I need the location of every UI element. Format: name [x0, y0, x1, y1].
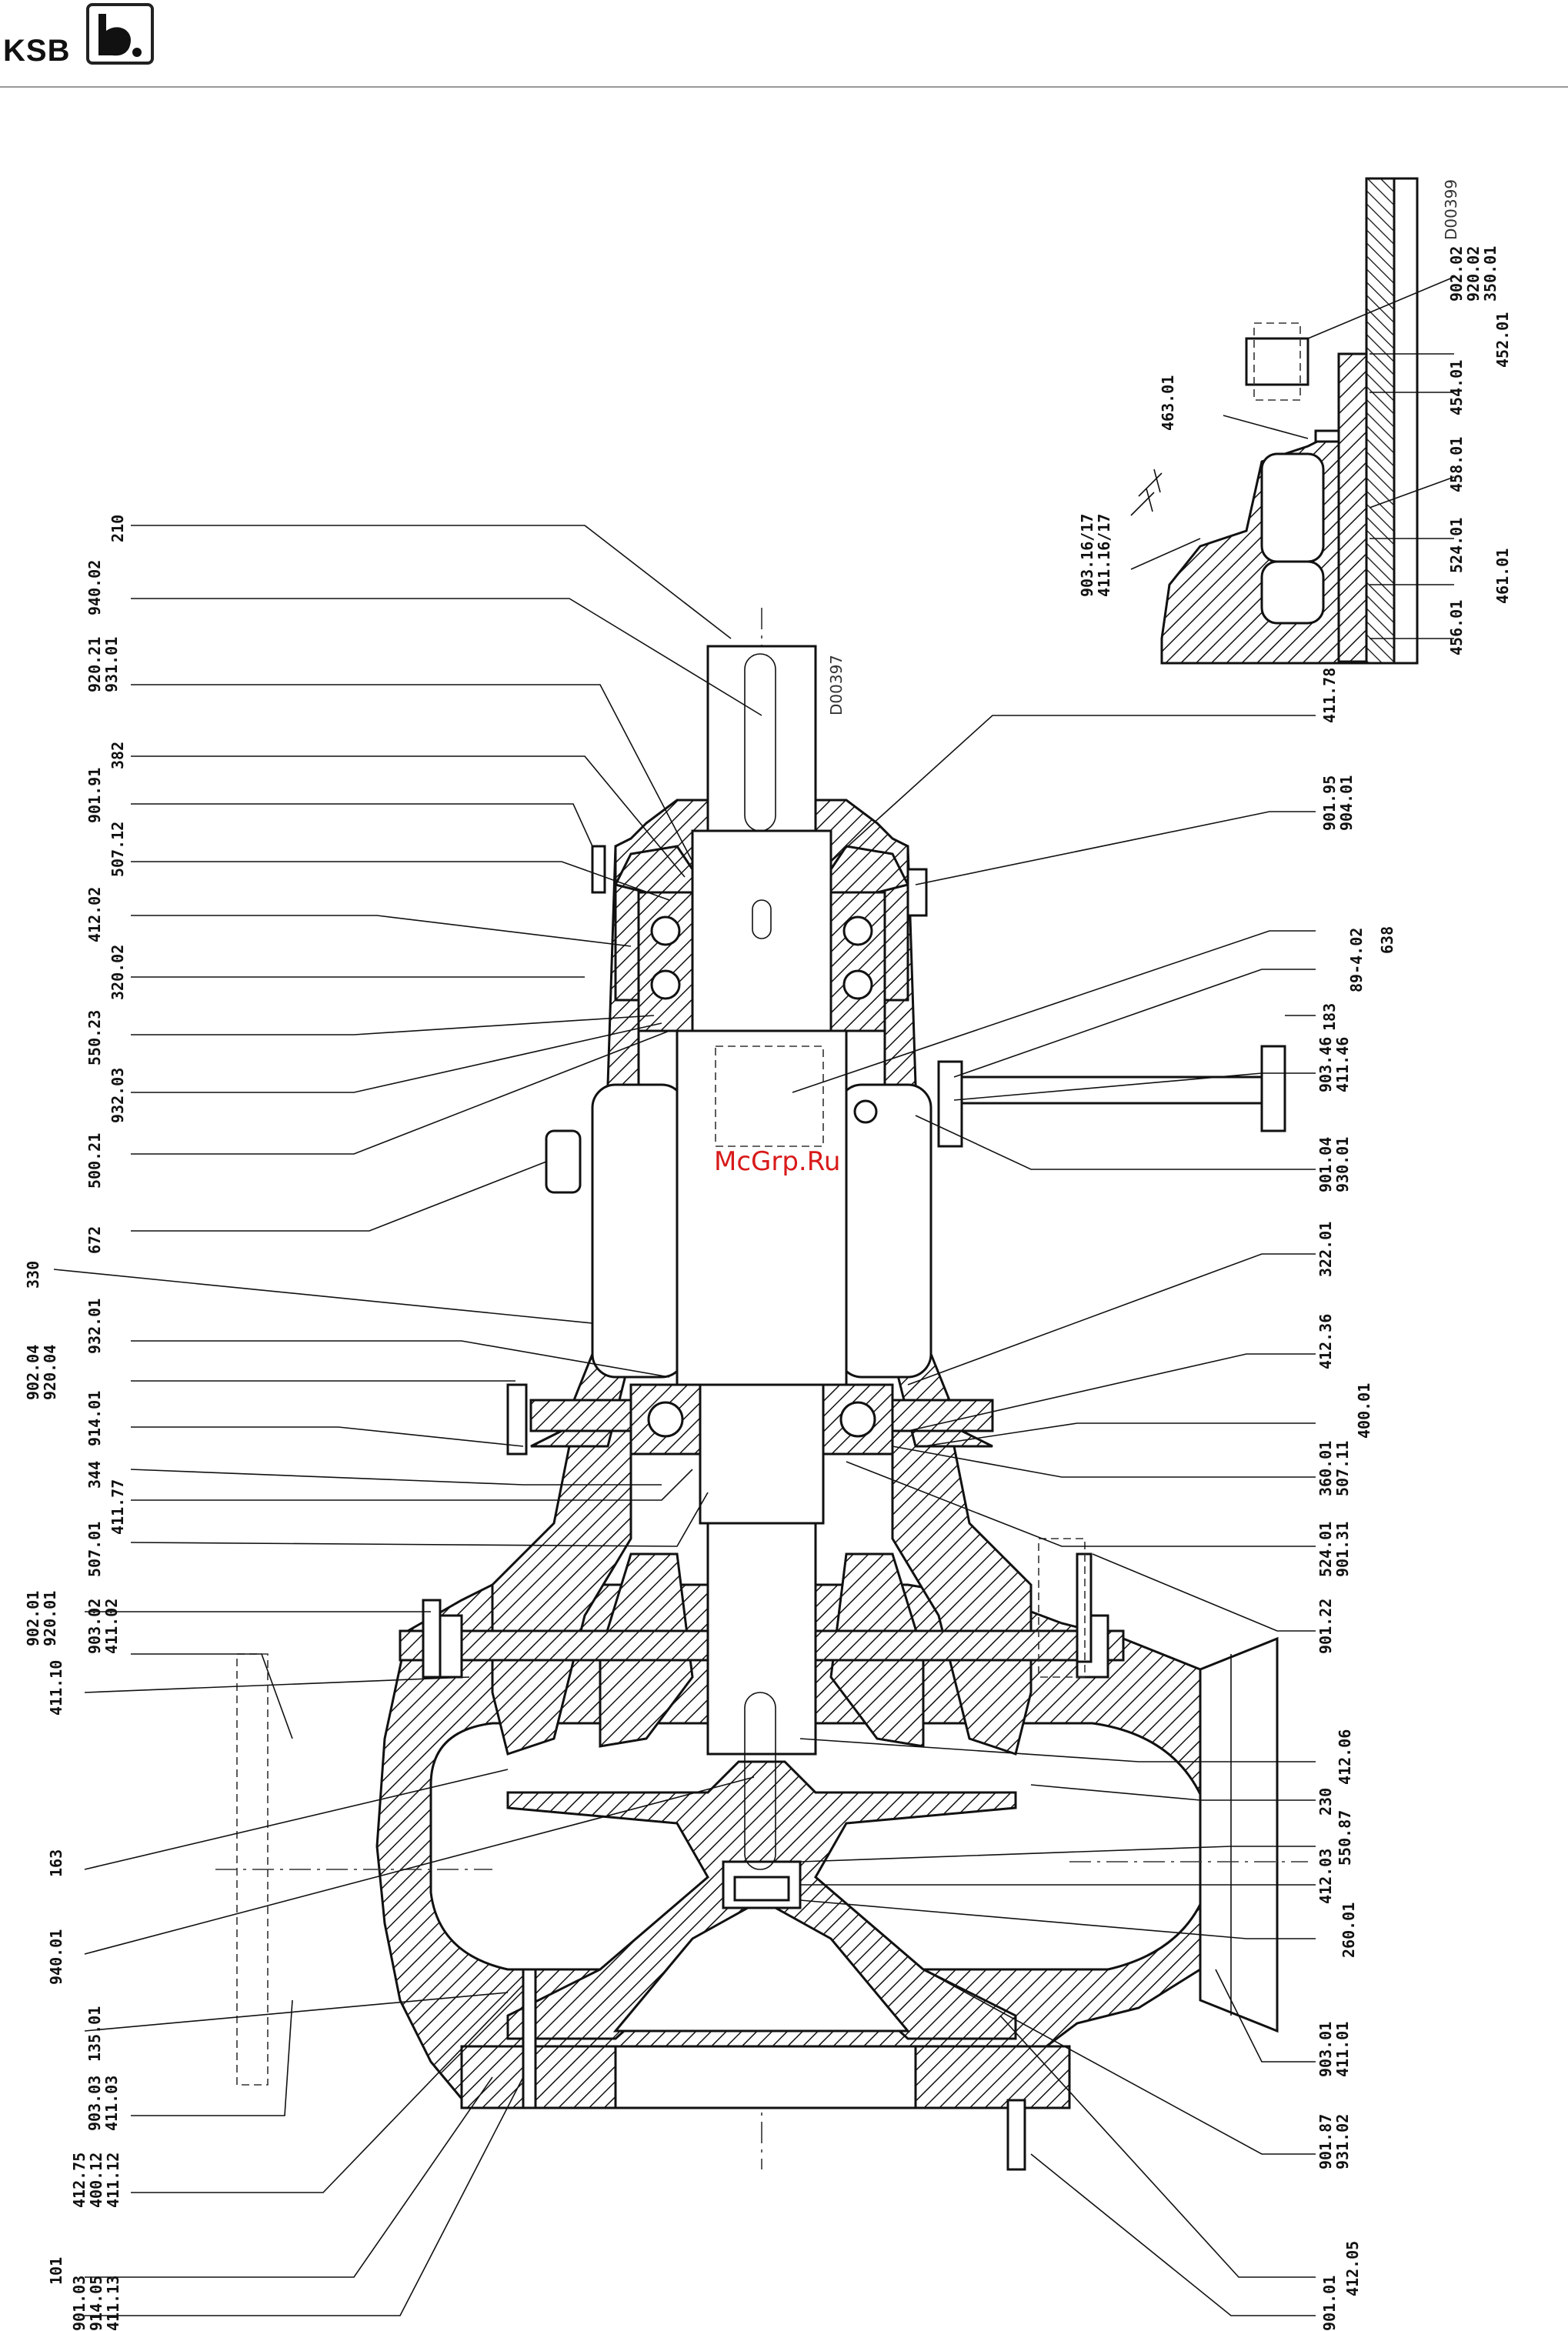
part-label: 344	[85, 1461, 104, 1489]
part-label: 461.01	[1493, 549, 1512, 604]
part-label: 411.13	[104, 2276, 122, 2331]
page-header: KSB	[0, 0, 1568, 86]
part-label: 411.46	[1333, 1037, 1352, 1092]
part-label: 411.78	[1320, 668, 1339, 723]
part-label: 920.02	[1464, 246, 1483, 302]
part-label: 507.11	[1333, 1441, 1352, 1496]
part-label: 412.03	[1316, 1849, 1335, 1904]
part-label: 914.05	[87, 2276, 105, 2331]
part-label: 902.04	[24, 1345, 42, 1400]
part-label: 382	[108, 742, 127, 769]
part-label: 500.21	[85, 1133, 104, 1189]
part-label: 524.01	[1316, 1522, 1335, 1577]
part-label: 360.01	[1316, 1441, 1335, 1496]
part-label: 930.01	[1333, 1137, 1352, 1192]
ksb-logo-icon	[86, 3, 154, 65]
part-label: 524.01	[1447, 518, 1466, 573]
part-label: 183	[1320, 1003, 1339, 1031]
part-label: 400.12	[87, 2153, 105, 2208]
part-label: 901.87	[1316, 2114, 1335, 2169]
part-label: 411.77	[108, 1479, 127, 1535]
part-label: 458.01	[1447, 437, 1466, 492]
part-label: 411.10	[47, 1660, 65, 1716]
detail-section-view	[1130, 177, 1419, 665]
part-label: 320.02	[108, 945, 127, 1000]
part-label: 412.02	[85, 887, 104, 942]
part-label: 135.01	[85, 2006, 104, 2062]
part-label: 550.87	[1336, 1810, 1354, 1866]
header-divider	[0, 86, 1568, 88]
part-label: 89-4.02	[1347, 928, 1366, 992]
part-label: 463.01	[1159, 375, 1177, 431]
part-label: 672	[85, 1226, 104, 1254]
part-label: 932.01	[85, 1299, 104, 1354]
part-label: 411.03	[102, 2076, 121, 2131]
part-label: 452.01	[1493, 312, 1512, 368]
bolt-icons	[422, 845, 1093, 2171]
watermark-text: McGrp.Ru	[714, 1146, 841, 1177]
part-label: 901.22	[1316, 1599, 1335, 1654]
part-label: 411.16/17	[1095, 514, 1113, 597]
part-label: 412.05	[1343, 2241, 1362, 2296]
part-label: 901.91	[85, 768, 104, 823]
part-label: 903.46	[1316, 1037, 1335, 1092]
part-label: 903.01	[1316, 2022, 1335, 2077]
part-label: 507.01	[85, 1522, 104, 1577]
part-label: 507.12	[108, 822, 127, 877]
part-label: 902.01	[24, 1591, 42, 1646]
part-label: 550.23	[85, 1010, 104, 1065]
part-label: 411.12	[104, 2153, 122, 2208]
detail-drawing-ref: D00399	[1442, 179, 1460, 240]
part-label: 931.01	[102, 637, 121, 692]
part-label: 904.01	[1337, 775, 1356, 831]
part-label: 920.01	[41, 1591, 59, 1646]
right-leader-lines	[792, 715, 1316, 2316]
left-leader-lines	[53, 525, 762, 2316]
part-label: 638	[1378, 926, 1396, 954]
part-label: 901.03	[70, 2276, 88, 2331]
part-label: 932.03	[108, 1068, 127, 1123]
right-part-labels: 411.78901.95904.0163889-4.02183903.46411…	[1316, 668, 1396, 2331]
part-label: 412.75	[70, 2153, 88, 2208]
part-label: 101	[47, 2257, 65, 2285]
part-label: 230	[1316, 1788, 1335, 1816]
part-label: 940.01	[47, 1929, 65, 1985]
part-label: 163	[47, 1849, 65, 1877]
part-label: 920.21	[85, 637, 104, 692]
part-label: 260.01	[1339, 1902, 1358, 1958]
part-label: 411.01	[1333, 2022, 1352, 2077]
main-drawing-ref: D00397	[827, 655, 846, 715]
part-label: 411.02	[102, 1599, 121, 1654]
part-label: 350.01	[1481, 246, 1500, 302]
part-label: 210	[108, 515, 127, 542]
part-label: 903.03	[85, 2076, 104, 2131]
part-label: 412.36	[1316, 1314, 1335, 1369]
part-label: 454.01	[1447, 360, 1466, 415]
part-label: 322.01	[1316, 1222, 1335, 1277]
part-label: 901.31	[1333, 1522, 1352, 1577]
main-section-view	[215, 608, 1308, 2171]
part-label: 400.01	[1355, 1383, 1373, 1439]
ksb-brand-text: KSB	[3, 34, 71, 68]
part-label: 412.06	[1336, 1729, 1354, 1785]
part-label: 330	[24, 1261, 42, 1289]
detail-leader-lines	[1130, 276, 1455, 639]
left-part-labels: 210940.02920.21931.01382901.91507.12412.…	[24, 515, 127, 2331]
part-label: 901.01	[1320, 2276, 1339, 2331]
part-label: 931.02	[1333, 2114, 1352, 2169]
part-label: 940.02	[85, 560, 104, 615]
part-label: 456.01	[1447, 600, 1466, 655]
part-label: 901.95	[1320, 775, 1339, 831]
part-label: 914.01	[85, 1391, 104, 1446]
part-label: 920.04	[41, 1345, 59, 1400]
part-label: 901.04	[1316, 1137, 1335, 1192]
part-label: 903.02	[85, 1599, 104, 1654]
part-label: 902.02	[1447, 246, 1466, 302]
part-label: 903.16/17	[1078, 514, 1096, 597]
